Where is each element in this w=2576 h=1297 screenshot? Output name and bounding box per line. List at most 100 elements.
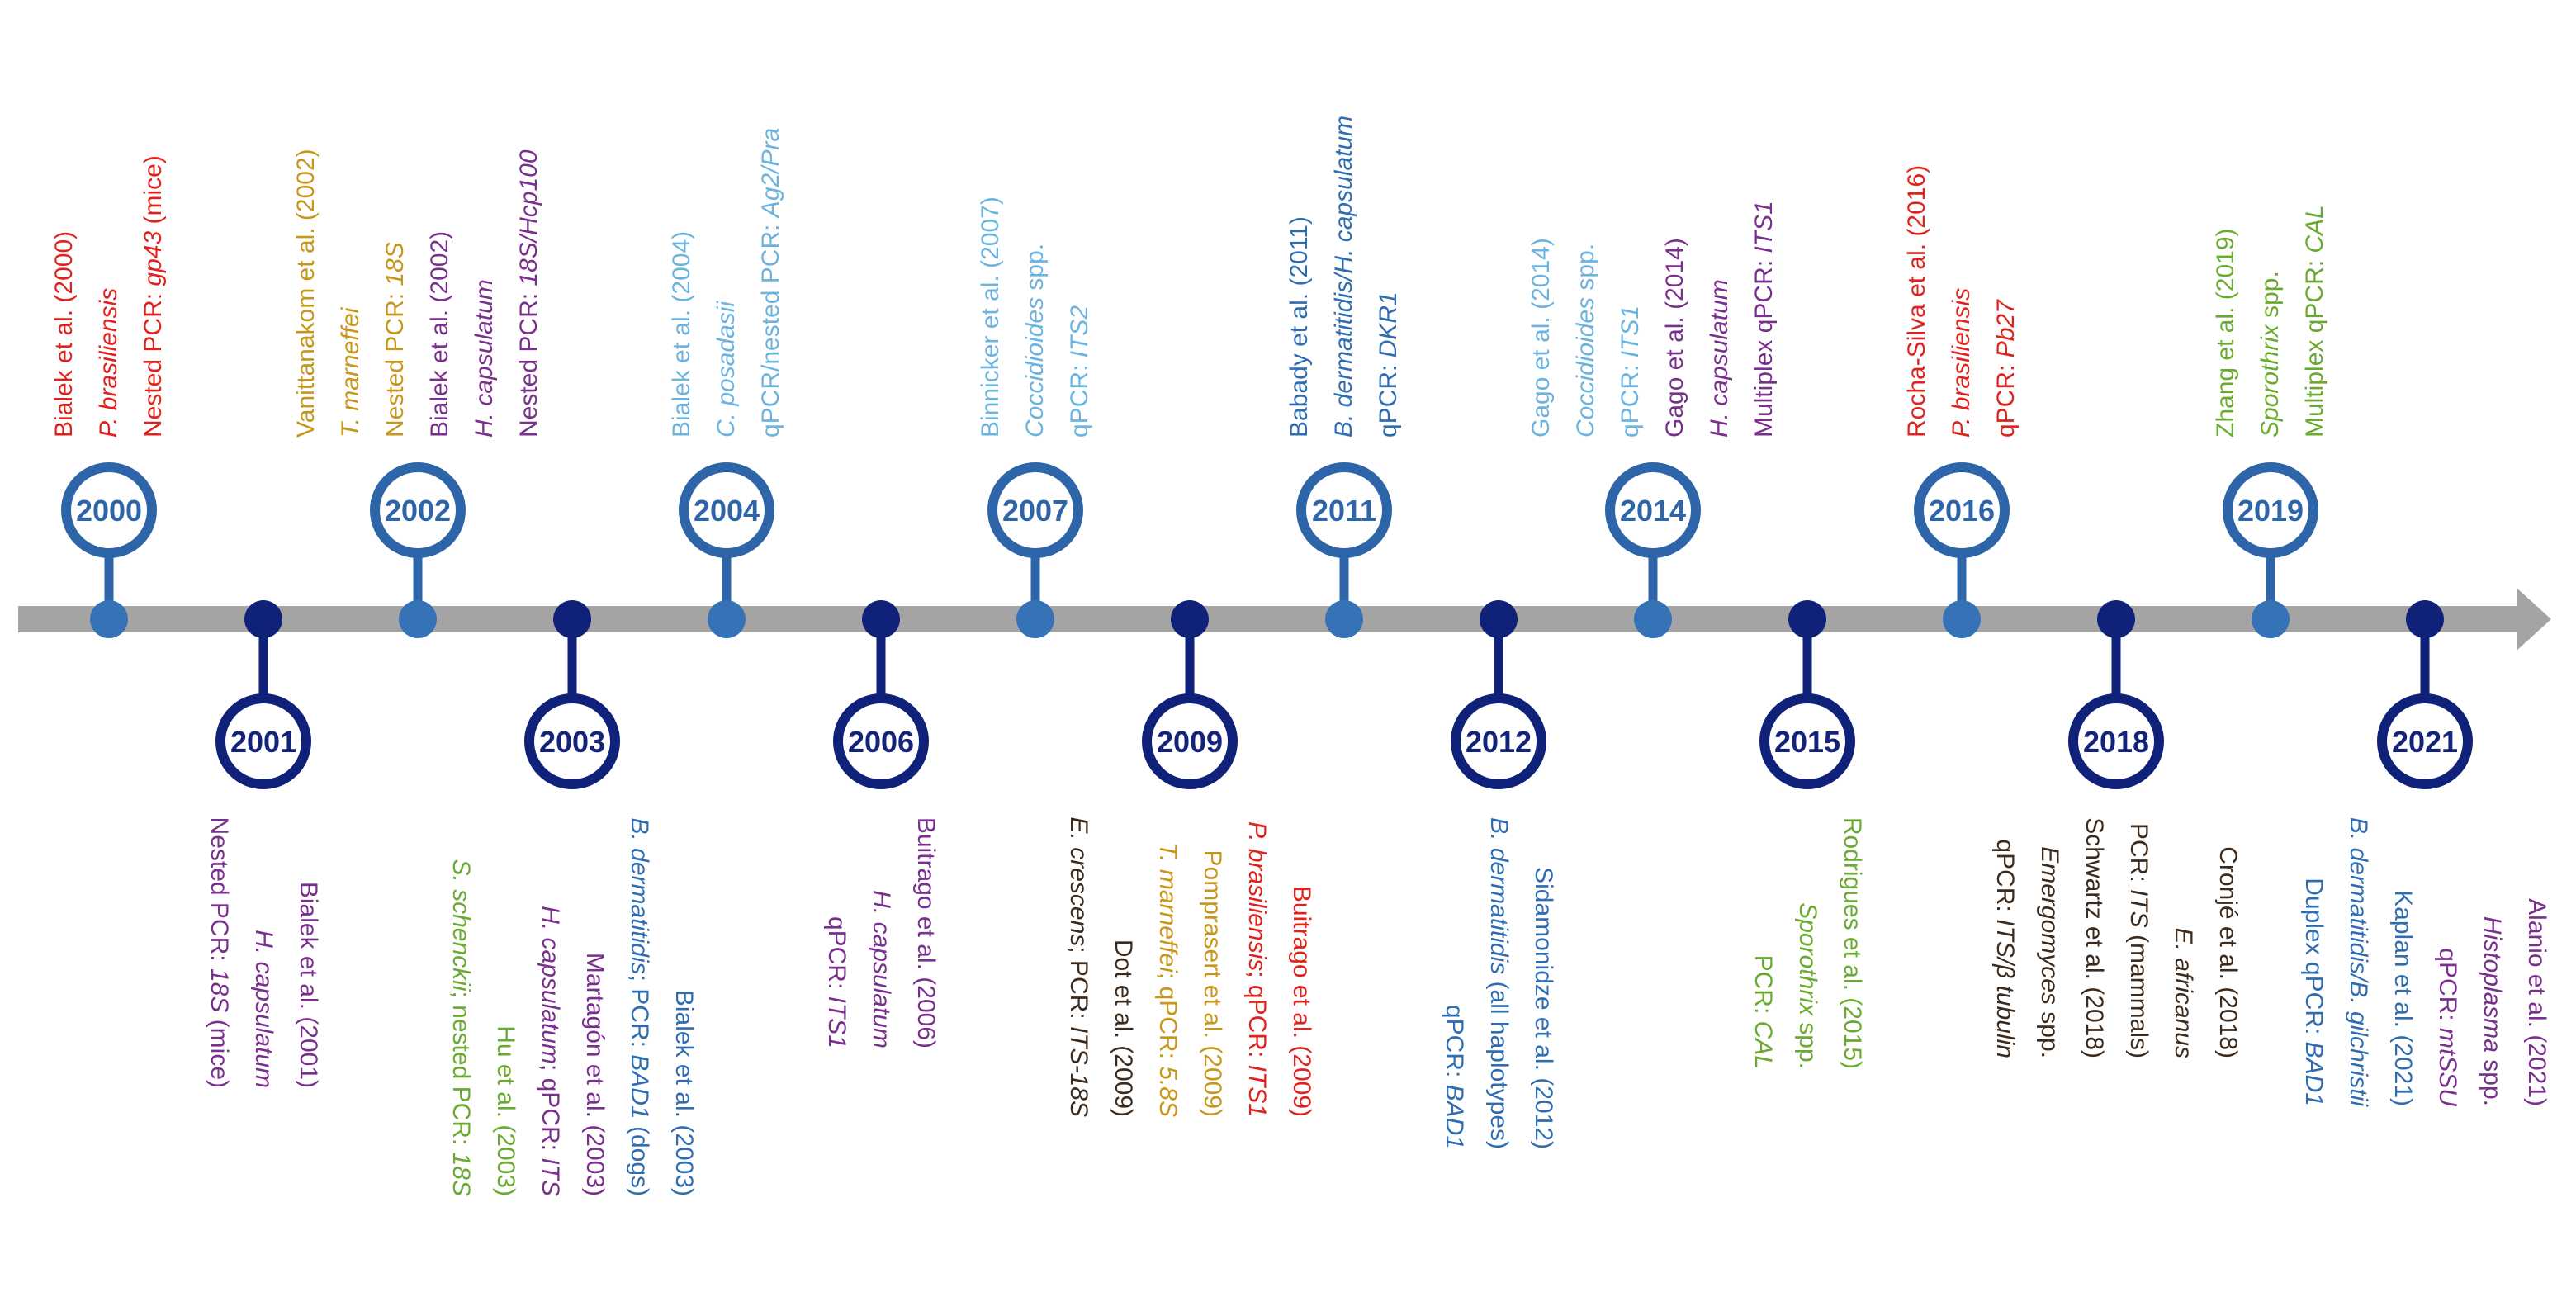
axis-dot bbox=[1171, 600, 1209, 638]
annotation-line: PCR: ITS (mammals) bbox=[2116, 817, 2161, 1058]
year-label: 2003 bbox=[539, 725, 605, 759]
annotation-line: Nested PCR: gp43 (mice) bbox=[131, 155, 176, 438]
year-badge bbox=[534, 703, 610, 779]
annotation-text: (mice) bbox=[140, 155, 167, 231]
annotation-italic-text: H. capsulatum bbox=[537, 906, 564, 1064]
annotation-line: C. posadasii bbox=[704, 128, 749, 438]
annotation-text: PCR: bbox=[2125, 822, 2152, 889]
annotation-line: Babady et al. (2011) bbox=[1277, 116, 1322, 438]
annotation-text: (dogs) bbox=[626, 1119, 653, 1196]
annotation-italic-text: BAD1 bbox=[2300, 1041, 2327, 1106]
annotation-italic-text: B. dermatitidis bbox=[626, 817, 653, 975]
annotation-text: Vanittanakom et al. (2002) bbox=[292, 149, 320, 438]
year-marker-2016: 2016 bbox=[1914, 462, 2010, 638]
annotation-italic-text: BAD1 bbox=[1441, 1084, 1468, 1149]
annotation-text: Martagón et al. (2003) bbox=[581, 952, 608, 1196]
year-badge bbox=[71, 472, 147, 548]
year-marker-2007: 2007 bbox=[987, 462, 1083, 638]
annotation-line: P. brasiliensis bbox=[1939, 165, 1984, 438]
annotation-block-2012: Sidamonidze et al. (2012)B. dermatitidis… bbox=[1432, 817, 1565, 1149]
annotation-text: Bialek et al. (2000) bbox=[50, 230, 78, 438]
annotation-text: Kaplan et al. (2021) bbox=[2389, 890, 2417, 1106]
year-marker-2014: 2014 bbox=[1605, 462, 1701, 638]
annotation-italic-text: P. brasiliensis bbox=[1243, 821, 1271, 972]
annotation-italic-text: H. capsulatum bbox=[471, 279, 498, 438]
annotation-line: Gago et al. (2014) bbox=[1653, 201, 1698, 438]
annotation-line: qPCR: BAD1 bbox=[1432, 817, 1476, 1149]
annotation-text: Binnicker et al. (2007) bbox=[977, 196, 1004, 438]
annotation-text: Nested PCR: bbox=[381, 286, 409, 438]
annotation-line: qPCR/nested PCR: Ag2/Pra bbox=[749, 128, 793, 438]
annotation-text: qPCR: bbox=[1375, 357, 1402, 438]
axis-dot bbox=[1943, 600, 1981, 638]
annotation-italic-text: Coccidioides bbox=[1572, 296, 1599, 438]
year-label: 2018 bbox=[2083, 725, 2149, 759]
annotation-text: Rodrigues et al. (2015) bbox=[1839, 817, 1866, 1069]
annotation-block-2003: Bialek et al. (2003)B. dermatitidis; PCR… bbox=[438, 817, 706, 1196]
annotation-line: qPCR: ITS/β tubulin bbox=[1982, 817, 2027, 1058]
annotation-italic-text: Sporothrix bbox=[1794, 902, 1821, 1015]
year-badge bbox=[1152, 703, 1228, 779]
annotation-line: PCR: CAL bbox=[1740, 817, 1785, 1069]
annotation-italic-text: B. dermatitidis/H. capsulatum bbox=[1330, 115, 1357, 438]
year-marker-2002: 2002 bbox=[370, 462, 466, 638]
annotation-line: Rodrigues et al. (2015) bbox=[1830, 817, 1874, 1069]
annotation-text: spp. bbox=[1572, 243, 1599, 297]
annotation-text: Pomprasert et al. (2009) bbox=[1199, 850, 1226, 1117]
annotation-line: qPCR: ITS1 bbox=[814, 817, 859, 1048]
annotation-line: Buitrago et al. (2009) bbox=[1279, 817, 1324, 1117]
annotation-italic-text: BAD1 bbox=[626, 1054, 653, 1119]
annotation-line: Nested PCR: 18S/Hcp100 bbox=[507, 149, 552, 438]
annotation-block-2019: Zhang et al. (2019)Sporothrix spp.Multip… bbox=[2204, 205, 2337, 438]
axis-dot bbox=[1634, 600, 1672, 638]
annotation-text: Rocha-Silva et al. (2016) bbox=[1903, 164, 1930, 438]
annotation-line: Bialek et al. (2003) bbox=[661, 817, 706, 1196]
annotation-italic-text: ITS bbox=[537, 1157, 564, 1196]
annotation-line: T. marneffei bbox=[329, 149, 373, 438]
annotation-italic-text: S. schenckii bbox=[447, 859, 475, 992]
annotation-text: Duplex qPCR: bbox=[2300, 878, 2327, 1042]
annotation-text: ; qPCR: bbox=[1243, 971, 1271, 1065]
annotation-text: (all haplotypes) bbox=[1485, 974, 1513, 1149]
year-marker-2011: 2011 bbox=[1296, 462, 1392, 638]
annotation-text: spp. bbox=[1021, 243, 1049, 297]
annotation-text: Cronjé et al. (2018) bbox=[2214, 846, 2242, 1058]
axis-dot bbox=[1016, 600, 1054, 638]
year-label: 2001 bbox=[230, 725, 296, 759]
annotation-line: H. capsulatum bbox=[462, 149, 507, 438]
annotation-italic-text: H. capsulatum bbox=[868, 890, 895, 1048]
annotation-text: qPCR: bbox=[1066, 357, 1093, 438]
annotation-line: H. capsulatum bbox=[859, 817, 903, 1048]
annotation-text: qPCR/nested PCR: bbox=[757, 217, 784, 438]
annotation-block-2021: Alanio et al. (2021)Histoplasma spp.qPCR… bbox=[2291, 817, 2559, 1106]
annotation-text: Dot et al. (2009) bbox=[1110, 939, 1137, 1117]
annotation-line: Duplex qPCR: BAD1 bbox=[2291, 817, 2336, 1106]
annotation-text: Nested PCR: bbox=[515, 286, 542, 438]
year-label: 2021 bbox=[2392, 725, 2458, 759]
year-label: 2016 bbox=[1929, 494, 1995, 528]
annotation-line: Rocha-Silva et al. (2016) bbox=[1895, 165, 1939, 438]
annotation-text: (mice) bbox=[206, 1012, 233, 1088]
axis-dot bbox=[399, 600, 437, 638]
annotation-text: spp. bbox=[2256, 271, 2284, 325]
year-marker-2004: 2004 bbox=[679, 462, 774, 638]
annotation-italic-text: ITS1 bbox=[1243, 1064, 1271, 1117]
annotation-italic-text: ITS bbox=[2125, 889, 2152, 928]
annotation-text: spp. bbox=[2036, 1004, 2063, 1058]
annotation-line: Multiplex qPCR: CAL bbox=[2293, 205, 2337, 438]
annotation-block-2007: Binnicker et al. (2007)Coccidioides spp.… bbox=[968, 196, 1102, 438]
axis-dot bbox=[1480, 600, 1518, 638]
year-marker-2000: 2000 bbox=[61, 462, 157, 638]
annotation-text: Buitrago et al. (2009) bbox=[1288, 885, 1315, 1117]
annotation-italic-text: 18S/Hcp100 bbox=[515, 149, 542, 286]
annotation-text: spp. bbox=[2479, 1052, 2506, 1106]
annotation-italic-text: ITS1 bbox=[1750, 201, 1778, 253]
annotation-line: qPCR: DKR1 bbox=[1366, 116, 1411, 438]
year-label: 2009 bbox=[1157, 725, 1223, 759]
annotation-italic-text: 5.8S bbox=[1154, 1066, 1181, 1117]
annotation-text: qPCR: bbox=[1992, 357, 2020, 438]
